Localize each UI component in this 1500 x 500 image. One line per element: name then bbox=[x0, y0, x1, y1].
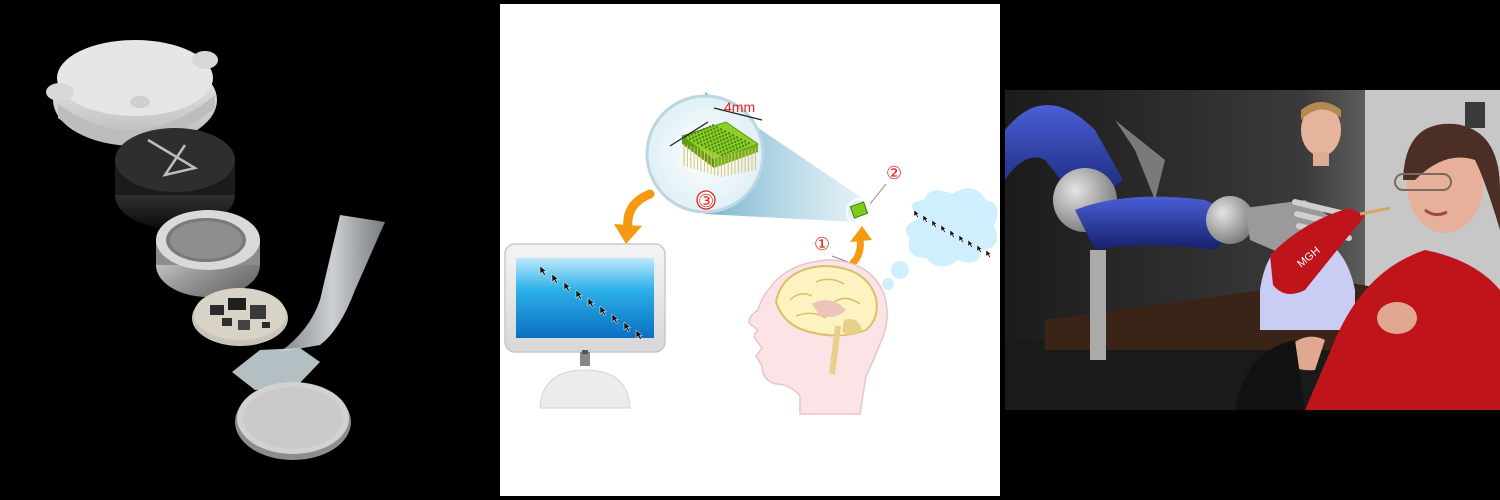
wheelchair bbox=[1235, 340, 1305, 410]
step-marker-3: ③ bbox=[698, 191, 714, 211]
step-marker-1: ① bbox=[814, 234, 830, 254]
implant-exploded-view bbox=[0, 0, 500, 500]
implant-electronics-icon bbox=[156, 210, 260, 297]
implant-battery-icon bbox=[115, 128, 235, 229]
implant-chip bbox=[849, 201, 869, 219]
electrode-size-label: 4mm bbox=[724, 99, 755, 115]
bci-diagram-svg: 4mm ③ ② ① bbox=[504, 92, 998, 415]
cursor-icon bbox=[587, 297, 596, 308]
dimension-line-side bbox=[669, 121, 709, 147]
bottle: MGH bbox=[1270, 206, 1391, 294]
robotic-arm-photo: MGH bbox=[1005, 0, 1500, 500]
cursor-icon bbox=[958, 234, 965, 243]
cursor-icon bbox=[967, 239, 974, 248]
person-patient bbox=[1285, 102, 1500, 410]
robotic-arm-photo-svg: MGH bbox=[1005, 90, 1500, 410]
step-marker-2: ② bbox=[886, 163, 902, 183]
cursor-icon bbox=[563, 281, 572, 292]
cursor-icon bbox=[623, 321, 632, 332]
dimension-line bbox=[713, 107, 763, 121]
circuit-board-icon bbox=[192, 288, 288, 346]
cursor-icon bbox=[985, 249, 992, 258]
monitor-icon bbox=[504, 243, 666, 409]
implant-base-disc bbox=[235, 382, 351, 460]
cursor-icon bbox=[611, 313, 620, 324]
arrow-from-brain bbox=[848, 236, 864, 268]
cursor-icon bbox=[976, 244, 983, 253]
arrow-to-monitor bbox=[623, 189, 655, 234]
bci-diagram: 4mm ③ ② ① bbox=[500, 0, 1005, 500]
electrode-film bbox=[232, 348, 320, 390]
cursor-icon bbox=[539, 265, 548, 276]
thought-bubble-icon bbox=[874, 188, 998, 298]
head-pedestal bbox=[1465, 102, 1485, 128]
ribbon-cable bbox=[280, 215, 385, 352]
cursor-icon bbox=[940, 224, 947, 233]
cursor-icon bbox=[599, 305, 608, 316]
brain-icon bbox=[774, 264, 878, 375]
electrode-array-icon bbox=[680, 121, 760, 177]
cursor-icon bbox=[551, 273, 560, 284]
cursor-icon bbox=[931, 219, 938, 228]
step-marker-3-circle bbox=[696, 190, 716, 210]
cursor-icon bbox=[949, 229, 956, 238]
cursor-icon bbox=[575, 289, 584, 300]
cursor-icon bbox=[913, 209, 920, 218]
implant-illustration bbox=[46, 40, 385, 460]
cursor-icon bbox=[922, 214, 929, 223]
cursor-icon bbox=[635, 329, 644, 340]
